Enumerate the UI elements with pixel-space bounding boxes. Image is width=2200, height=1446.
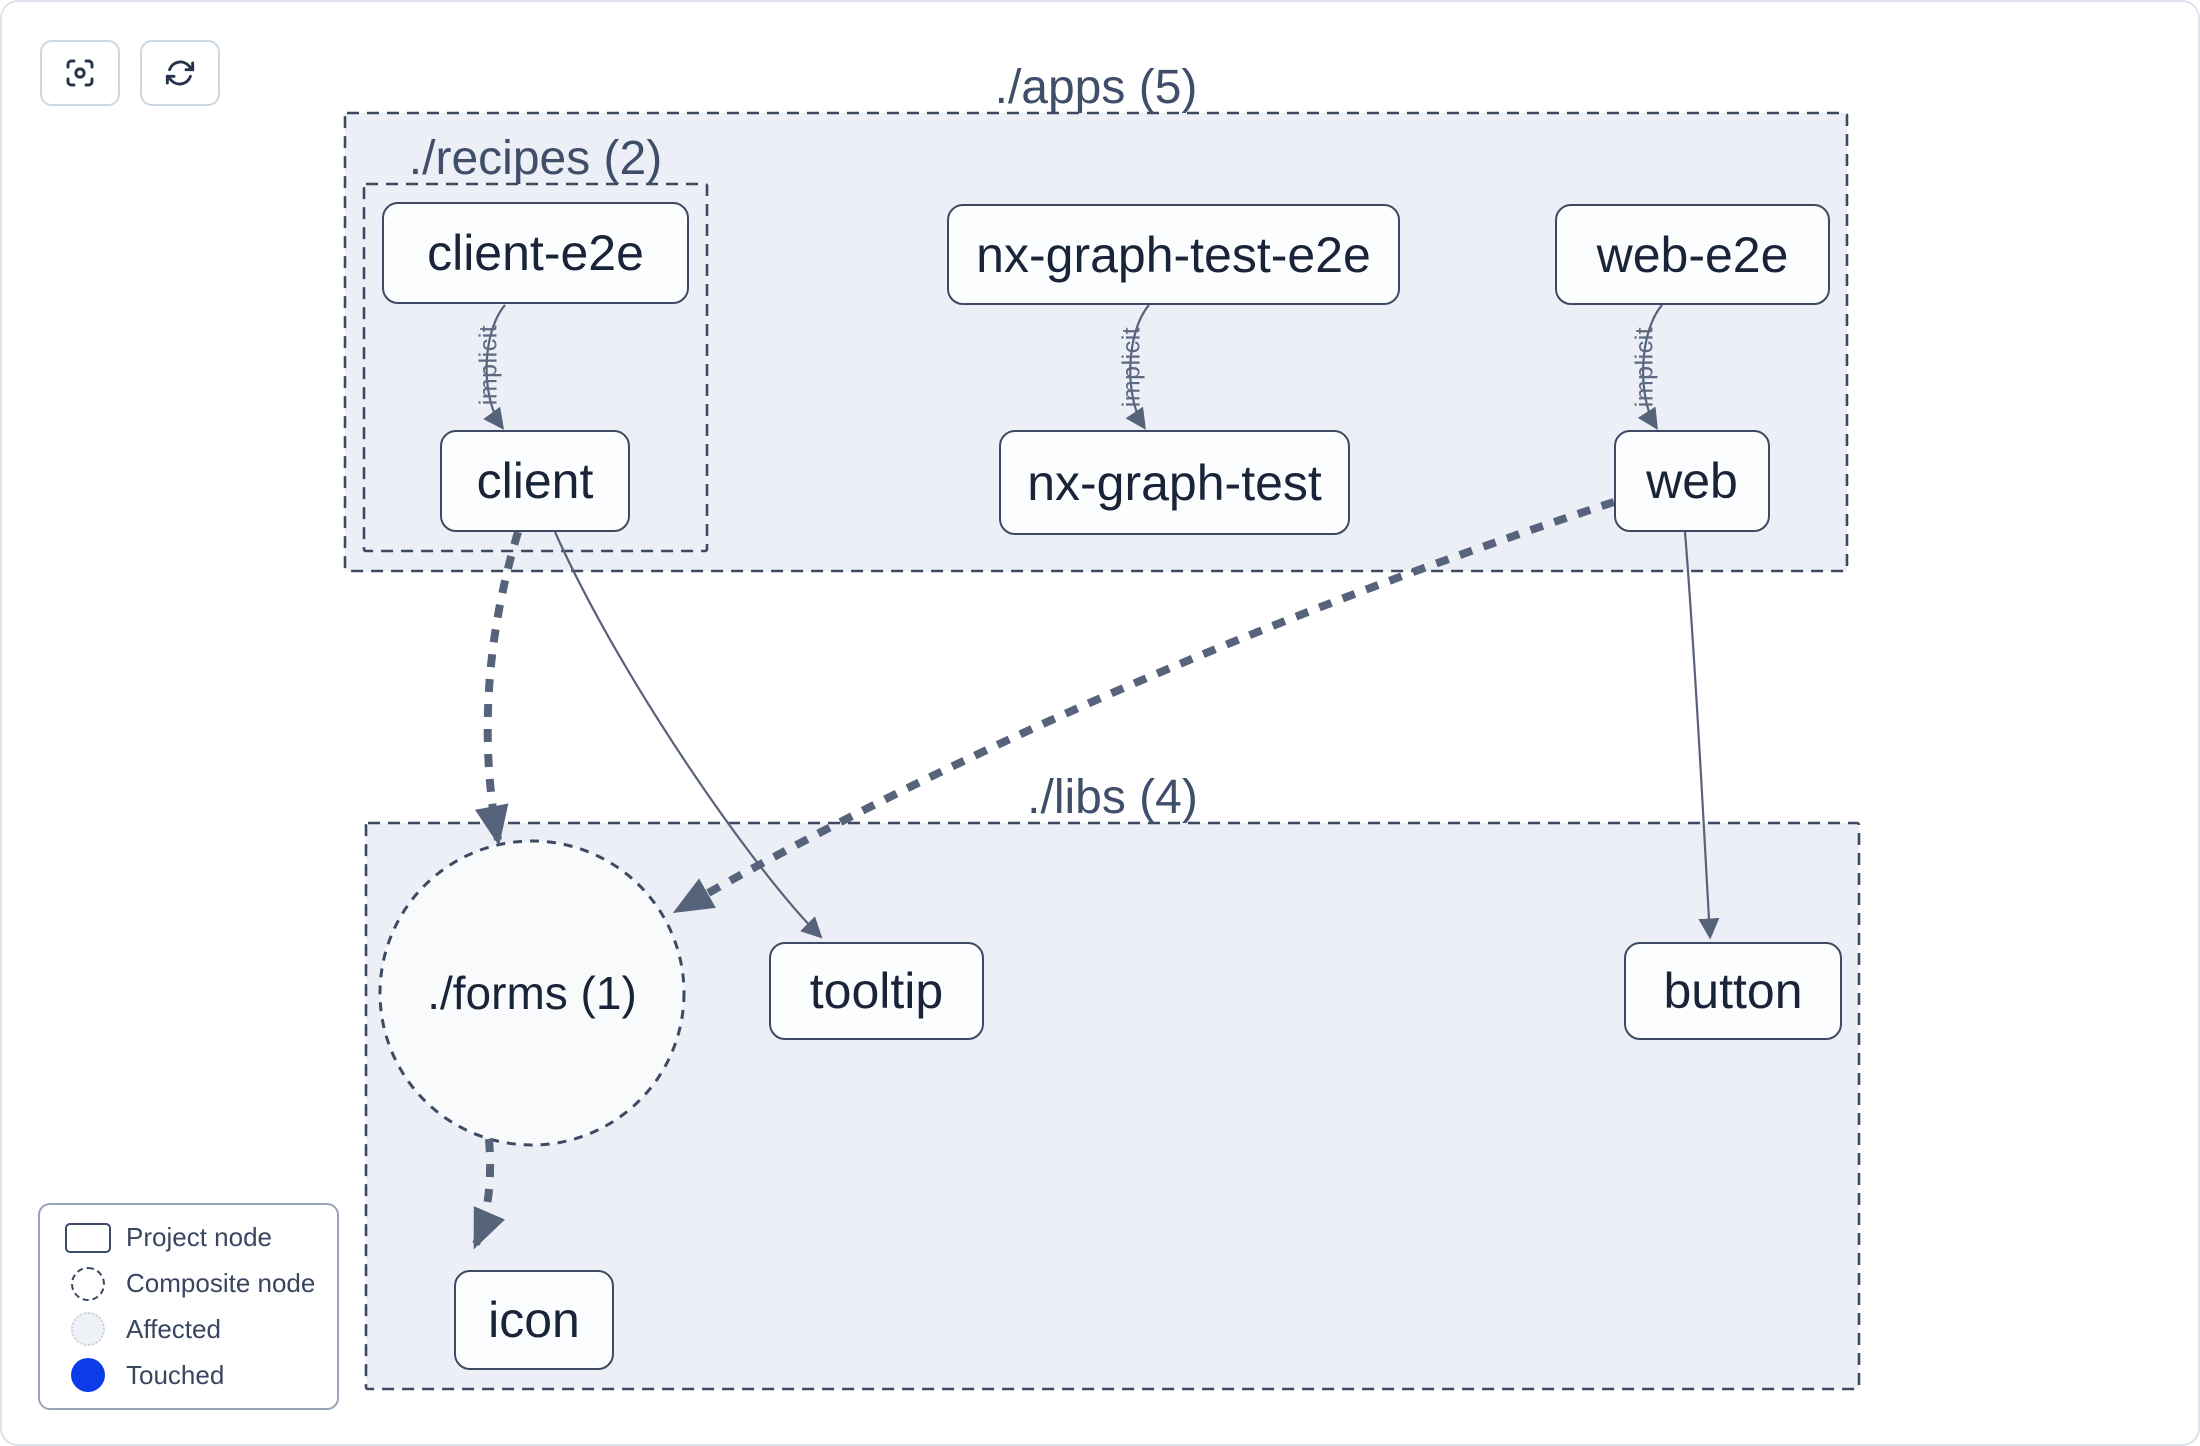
refresh-icon xyxy=(164,57,196,89)
affected-swatch xyxy=(56,1312,120,1347)
edge-web-e2e-to-web[interactable] xyxy=(1637,304,1663,430)
group-container-apps[interactable] xyxy=(343,111,1849,573)
legend: Project node Composite node Affected Tou… xyxy=(38,1203,339,1410)
node-nx-graph-test-e2e[interactable]: nx-graph-test-e2e xyxy=(947,204,1400,305)
composite-node-forms[interactable] xyxy=(378,839,686,1147)
composite-node-swatch xyxy=(56,1266,120,1301)
node-web[interactable]: web xyxy=(1614,430,1770,532)
group-container-recipes[interactable] xyxy=(362,182,709,553)
group-container-libs[interactable] xyxy=(364,821,1861,1391)
legend-row-composite-node: Composite node xyxy=(56,1261,321,1307)
node-icon[interactable]: icon xyxy=(454,1270,614,1370)
focus-icon xyxy=(64,57,96,89)
refresh-button[interactable] xyxy=(140,40,220,106)
legend-row-affected: Affected xyxy=(56,1307,321,1353)
node-client-e2e[interactable]: client-e2e xyxy=(382,202,689,304)
edge-forms-to-icon[interactable] xyxy=(472,1138,506,1250)
edge-web-to-forms[interactable] xyxy=(672,498,1616,914)
edge-nx-graph-test-e2e-to-nx-graph-test[interactable] xyxy=(1125,304,1150,430)
edge-web-to-button[interactable] xyxy=(1683,531,1720,940)
node-client[interactable]: client xyxy=(440,430,630,532)
node-web-e2e[interactable]: web-e2e xyxy=(1555,204,1830,305)
legend-label-composite-node: Composite node xyxy=(126,1268,316,1299)
legend-label-affected: Affected xyxy=(126,1313,221,1344)
project-node-swatch xyxy=(56,1222,120,1253)
legend-row-touched: Touched xyxy=(56,1352,321,1398)
node-button[interactable]: button xyxy=(1624,942,1842,1040)
edge-client-to-forms[interactable] xyxy=(474,530,522,846)
focus-button[interactable] xyxy=(40,40,120,106)
node-nx-graph-test[interactable]: nx-graph-test xyxy=(999,430,1350,535)
touched-swatch xyxy=(56,1358,120,1393)
legend-label-touched: Touched xyxy=(126,1359,225,1390)
node-tooltip[interactable]: tooltip xyxy=(769,942,984,1040)
legend-label-project-node: Project node xyxy=(126,1222,272,1253)
legend-row-project-node: Project node xyxy=(56,1215,321,1261)
edge-client-to-tooltip[interactable] xyxy=(553,531,823,939)
edge-client-e2e-to-client[interactable] xyxy=(483,304,506,430)
